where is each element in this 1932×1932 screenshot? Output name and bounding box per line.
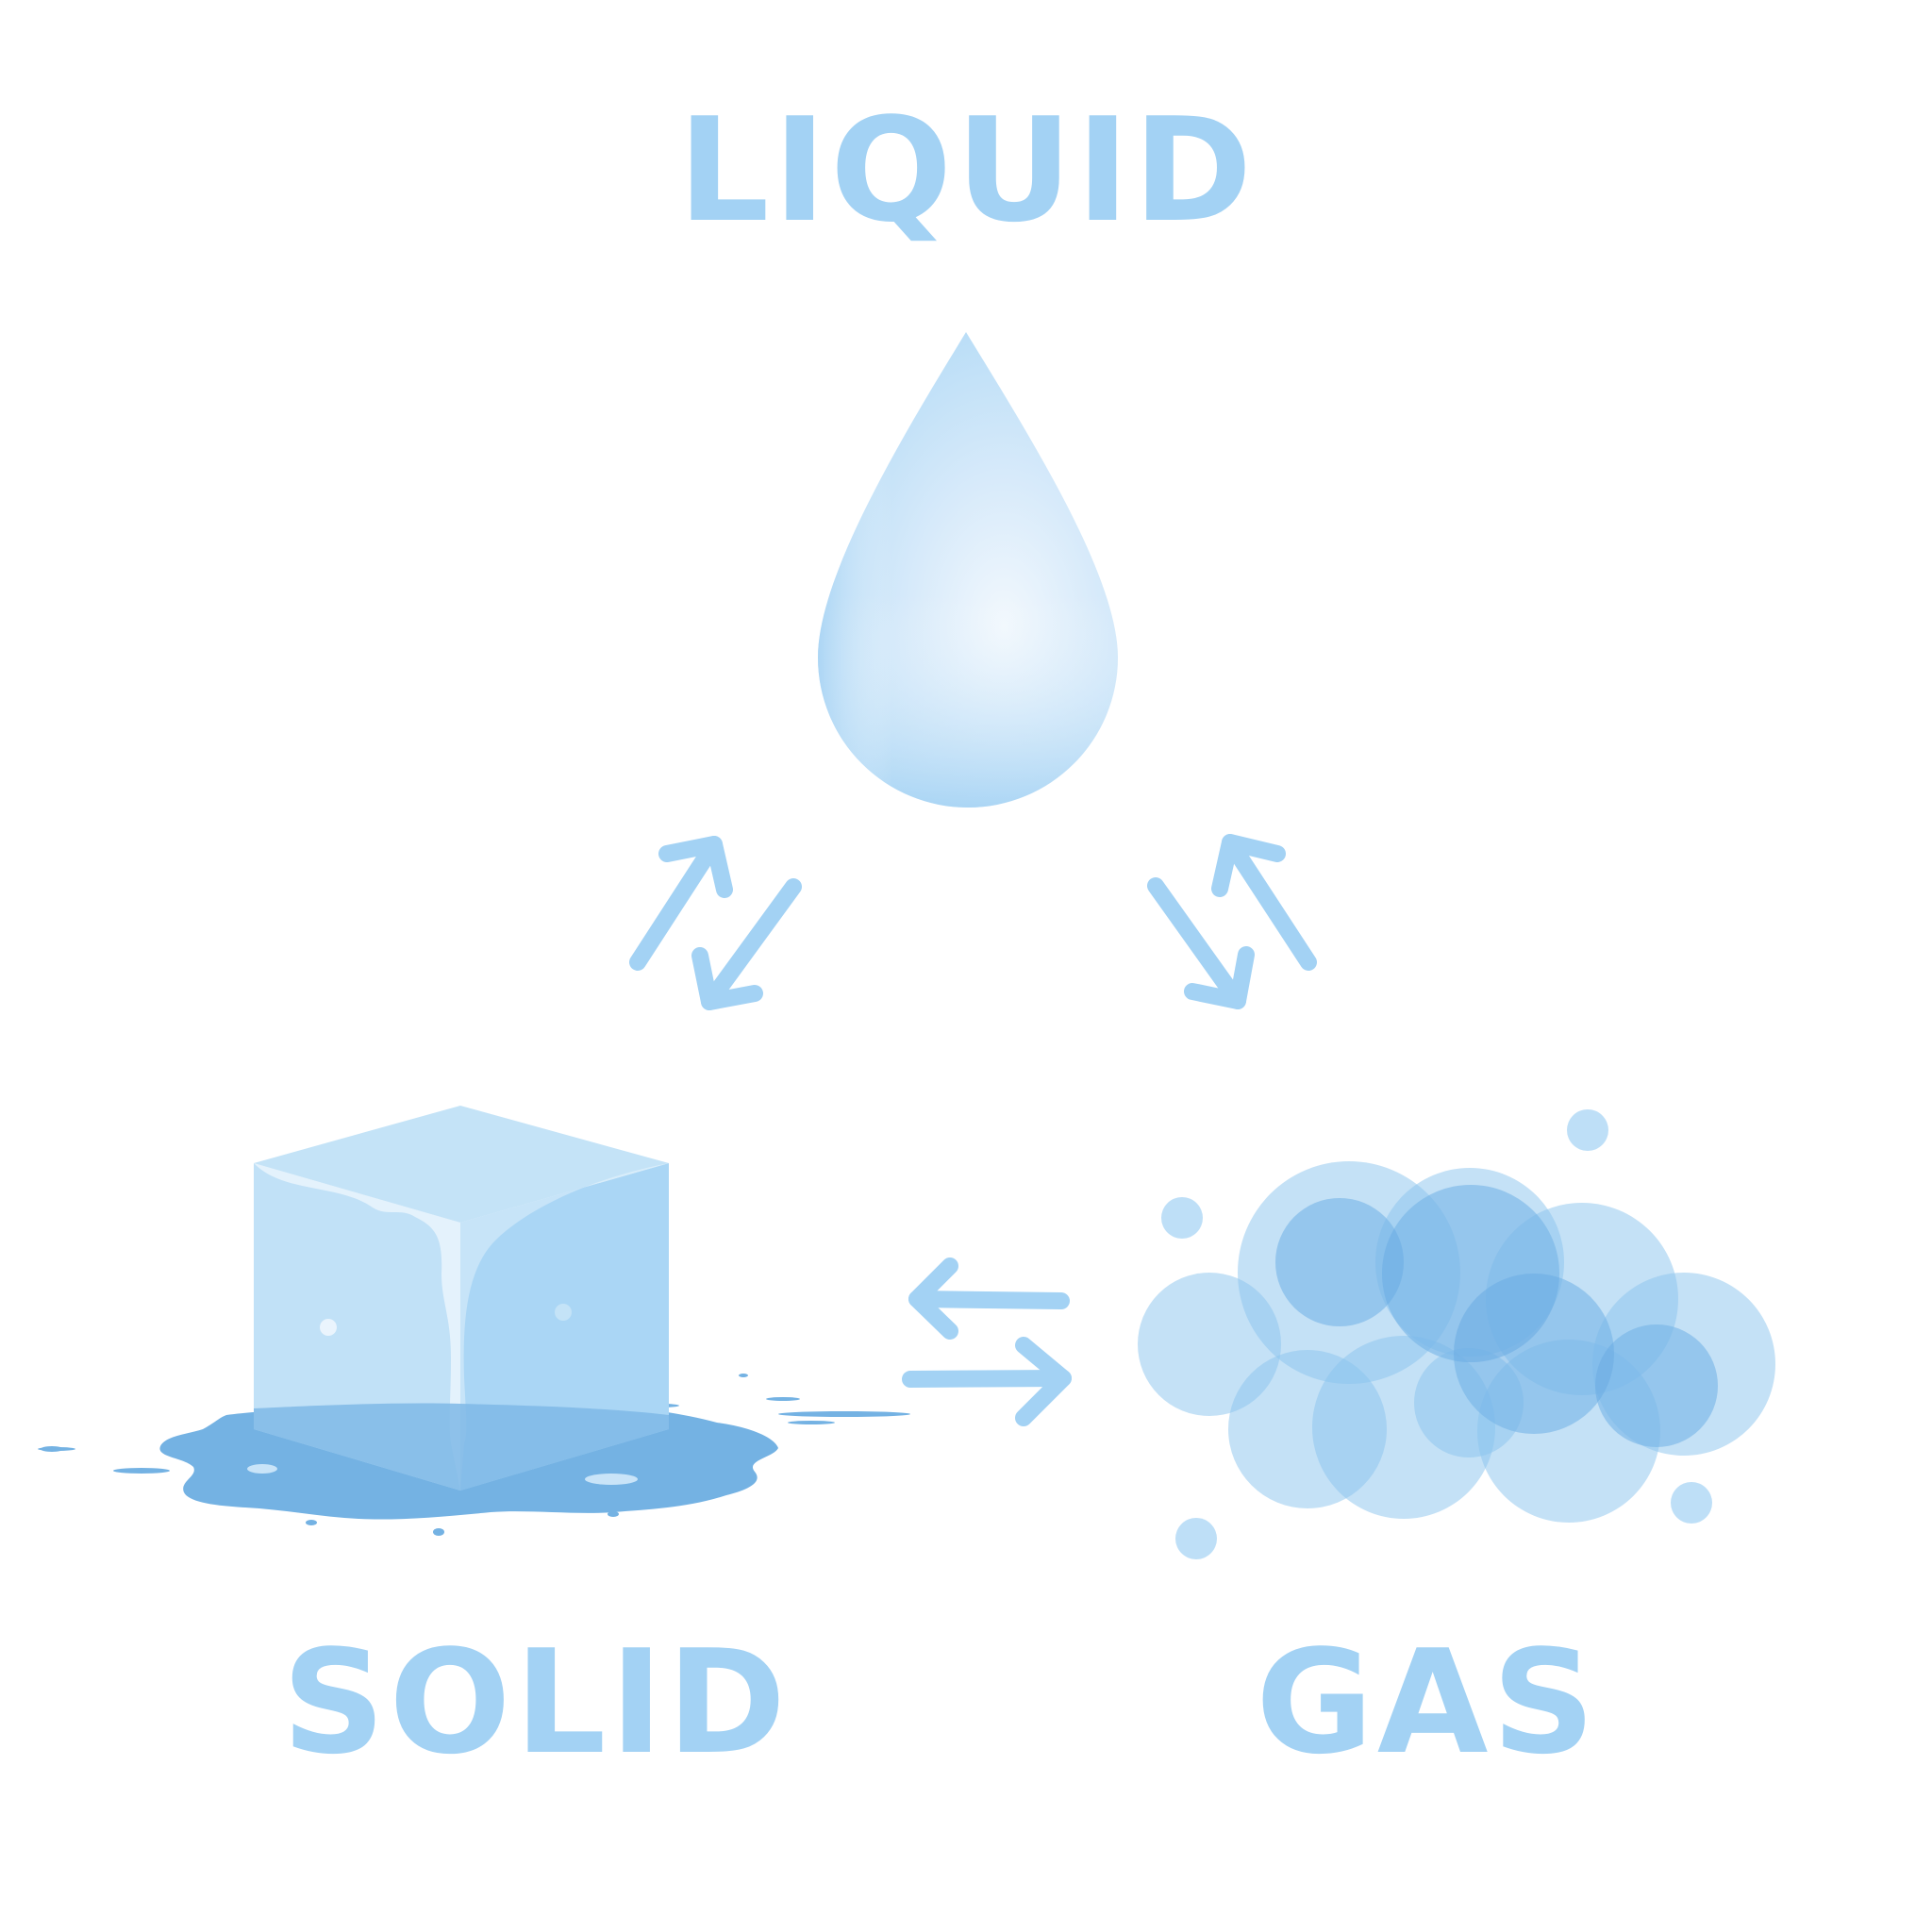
gas-label: GAS — [1256, 1619, 1599, 1786]
liquid-label: LIQUID — [678, 87, 1257, 254]
vapor-bubbles-icon — [1138, 1109, 1775, 1559]
solid-liquid-arrows-icon — [629, 836, 802, 1010]
liquid-gas-arrows-icon — [1147, 834, 1317, 1009]
solid-gas-arrows-icon — [902, 1257, 1072, 1426]
solid-label: SOLID — [282, 1619, 790, 1786]
melting-ice-cube-icon — [38, 1106, 910, 1536]
water-drop-icon — [818, 332, 1118, 808]
